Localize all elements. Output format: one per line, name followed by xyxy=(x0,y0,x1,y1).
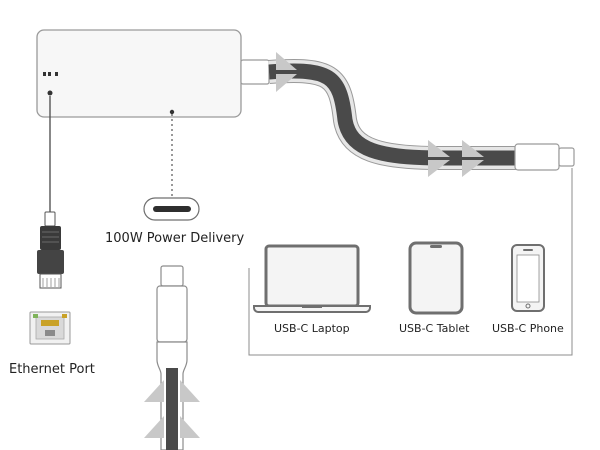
cable-usb-c-collar xyxy=(514,143,560,171)
tablet-label: USB-C Tablet xyxy=(399,322,470,335)
laptop-icon xyxy=(253,244,371,313)
hub-led-icon xyxy=(43,72,58,76)
hub-indicator-dot xyxy=(47,90,53,96)
usb-c-port-icon xyxy=(143,197,200,221)
device-bracket-line xyxy=(248,168,573,356)
ethernet-port-label: Ethernet Port xyxy=(9,362,95,377)
hub-port-dot xyxy=(169,109,175,115)
phone-icon xyxy=(511,244,545,312)
tablet-icon xyxy=(408,241,464,315)
power-delivery-label: 100W Power Delivery xyxy=(105,231,245,246)
usb-c-plug-icon xyxy=(558,147,575,167)
cable-core xyxy=(268,63,517,166)
pd-flow-arrows xyxy=(144,380,200,438)
cable-light xyxy=(268,60,517,169)
ethernet-port-icon xyxy=(29,311,71,345)
pd-usb-c-cable xyxy=(156,265,188,450)
hub-body xyxy=(36,29,242,118)
rj45-plug-icon xyxy=(37,211,64,289)
laptop-label: USB-C Laptop xyxy=(274,322,350,335)
phone-label: USB-C Phone xyxy=(492,322,564,335)
data-flow-arrows xyxy=(276,52,484,177)
hub-cable-collar xyxy=(240,59,270,85)
